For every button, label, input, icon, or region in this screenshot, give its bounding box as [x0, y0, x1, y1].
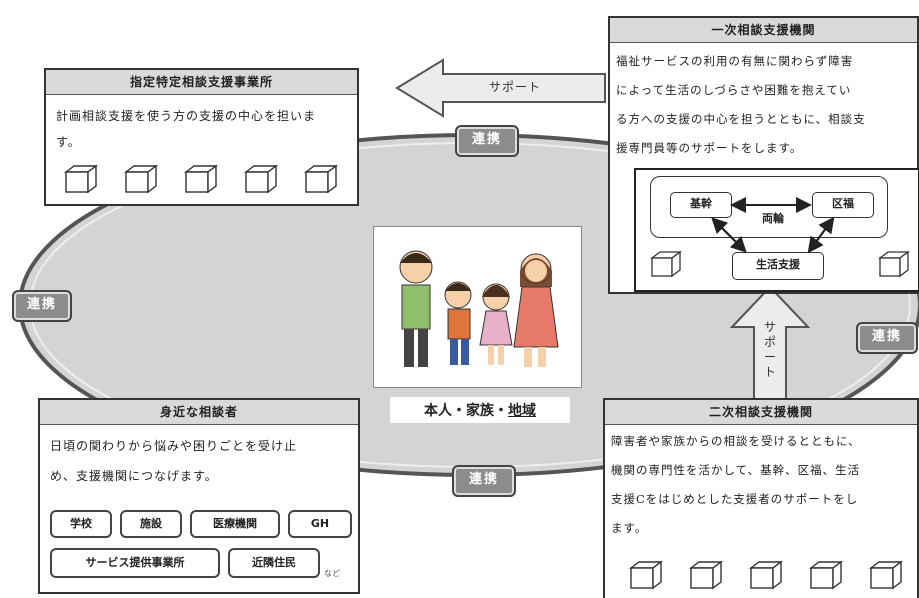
box-tr-line2: によって生活のしづらさや困難を抱えてい	[616, 83, 852, 97]
family-illustration	[399, 250, 559, 367]
tag-neighbors: 近隣住民	[228, 548, 320, 578]
inner-diagram-frame	[650, 176, 888, 238]
inner-diagram: 基幹 区福 両輪 生活支援	[634, 168, 919, 292]
link-badge-bottom: 連携	[452, 465, 516, 497]
cube-icons-row-br	[629, 560, 904, 590]
box-br-line3: 支援Cをはじめとした支援者のサポートをし	[611, 492, 859, 506]
box-nearby-consultants: 身近な相談者 日頃の関わりから悩みや困りごとを受け止 め、支援機関につなげます。…	[38, 398, 360, 594]
box-tl-body: 計画相談支援を使う方の支援の中心を担いま す。	[46, 95, 357, 155]
support-arrow-left-label: サポート	[488, 80, 541, 94]
box-designated-consultation-office: 指定特定相談支援事業所 計画相談支援を使う方の支援の中心を担いま す。	[44, 68, 359, 206]
box-bl-line2: め、支援機関につなげます。	[50, 469, 218, 483]
center-label-community: 地域	[508, 403, 536, 419]
cube-icons-row-tl	[64, 164, 339, 194]
box-primary-consultation-agency: 一次相談支援機関 福祉サービスの利用の有無に関わらず障害 によって生活のしづらさ…	[608, 16, 919, 294]
inner-tag-seikatsu: 生活支援	[732, 252, 824, 280]
box-tl-line1: 計画相談支援を使う方の支援の中心を担いま	[56, 109, 317, 123]
box-bl-title: 身近な相談者	[40, 400, 358, 425]
tag-etc-note: など	[324, 569, 340, 578]
box-br-line2: 機関の専門性を活かして、基幹、区福、生活	[611, 463, 861, 477]
link-badge-right: 連携	[856, 322, 918, 354]
box-br-line1: 障害者や家族からの相談を受けるとともに、	[611, 434, 861, 448]
support-arrow-up-label: サポート	[764, 320, 777, 379]
tag-school: 学校	[50, 510, 112, 538]
tag-facility: 施設	[120, 510, 182, 538]
box-tr-body: 福祉サービスの利用の有無に関わらず障害 によって生活のしづらさや困難を抱えてい …	[610, 43, 917, 163]
inner-tag-kufuku: 区福	[812, 192, 874, 218]
box-secondary-consultation-agency: 二次相談支援機関 障害者や家族からの相談を受けるとともに、 機関の専門性を活かし…	[603, 398, 919, 598]
box-bl-body: 日頃の関わりから悩みや困りごとを受け止 め、支援機関につなげます。	[40, 425, 358, 491]
box-br-line4: ます。	[611, 521, 648, 535]
box-tr-line4: 援専門員等のサポートをします。	[616, 141, 803, 155]
center-label: 本人・家族・地域	[390, 397, 570, 423]
box-tl-title: 指定特定相談支援事業所	[46, 70, 357, 95]
center-label-main: 本人・家族・	[424, 403, 508, 419]
box-br-title: 二次相談支援機関	[605, 400, 917, 425]
link-badge-left: 連携	[12, 290, 72, 322]
inner-label-ryorin: 両輪	[762, 212, 784, 225]
box-tl-line2: す。	[56, 135, 81, 149]
tag-gh: GH	[288, 510, 352, 538]
box-br-body: 障害者や家族からの相談を受けるとともに、 機関の専門性を活かして、基幹、区福、生…	[605, 425, 917, 543]
box-tr-line1: 福祉サービスの利用の有無に関わらず障害	[616, 54, 854, 68]
link-badge-top: 連携	[455, 125, 519, 157]
support-arrow-left	[395, 58, 606, 118]
box-tr-line3: る方への支援の中心を担うとともに、相談支	[616, 112, 866, 126]
box-tr-title: 一次相談支援機関	[610, 18, 917, 43]
box-bl-line1: 日頃の関わりから悩みや困りごとを受け止	[50, 439, 298, 453]
family-illustration-frame	[373, 226, 582, 388]
inner-arrows	[650, 197, 910, 278]
tag-service-provider: サービス提供事業所	[50, 548, 220, 578]
tag-medical: 医療機関	[190, 510, 280, 538]
